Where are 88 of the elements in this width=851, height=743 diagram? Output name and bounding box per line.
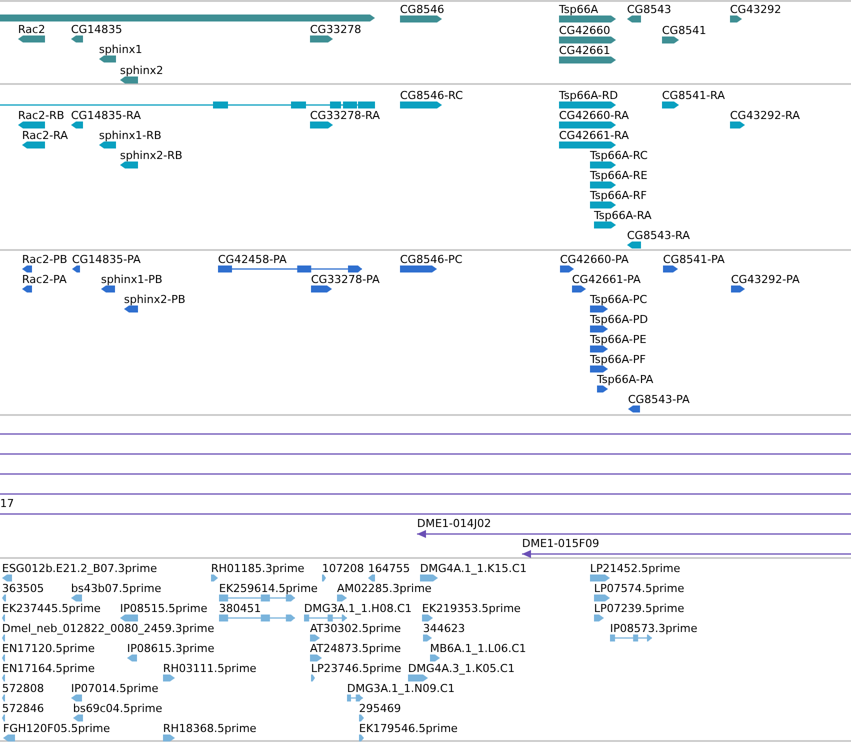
feature-label: Rac2	[18, 23, 46, 36]
feature-label: DMG4A.3_1.K05.C1	[408, 662, 515, 675]
feature-label: Tsp66A-RF	[590, 189, 647, 202]
feature-label: DMG3A.1_1.H08.C1	[304, 602, 412, 615]
feature-label: Rac2-RA	[22, 129, 68, 142]
feature-label: EN17120.5prime	[2, 642, 95, 655]
feature-label: sphinx2	[120, 64, 164, 77]
feature-label: CG42458-PA	[218, 253, 287, 266]
feature-label: 344623	[423, 622, 465, 635]
feature-label: Tsp66A-PA	[597, 373, 654, 386]
feature-label: CG14835-RA	[71, 109, 141, 122]
feature-label: CG8541	[662, 24, 706, 37]
feature-label: CG42660-PA	[560, 253, 629, 266]
feature-label: CG8546-PC	[400, 253, 462, 266]
feature-label: bs43b07.5prime	[71, 582, 162, 595]
feature-label: Rac2-PA	[22, 273, 67, 286]
feature-label: 380451	[219, 602, 261, 615]
feature-label: MB6A.1_1.L06.C1	[430, 642, 526, 655]
feature-label: CG33278-PA	[311, 273, 380, 286]
feature-label: CG8543-RA	[627, 229, 690, 242]
feature-label: DME1-015F09	[522, 537, 600, 550]
feature-label: LP23746.5prime	[311, 662, 402, 675]
feature-label: CG43292	[730, 3, 782, 16]
feature-label: sphinx2-PB	[124, 293, 186, 306]
feature-label: FGH120F05.5prime	[3, 722, 110, 735]
feature-label: Tsp66A	[559, 3, 598, 16]
feature-label: CG43292-RA	[730, 109, 800, 122]
feature-label: sphinx1-RB	[99, 129, 162, 142]
feature-label: CG42661-PA	[572, 273, 641, 286]
feature-label: RH01185.3prime	[211, 562, 304, 575]
feature-label: Tsp66A-PC	[590, 293, 648, 306]
feature-label: CG8541-PA	[663, 253, 725, 266]
feature-label: CG33278-RA	[310, 109, 380, 122]
feature-label: bs69c04.5prime	[73, 702, 162, 715]
feature-label: 363505	[2, 582, 44, 595]
feature-label: CG42660-RA	[559, 109, 629, 122]
feature-label: Tsp66A-PF	[590, 353, 646, 366]
feature-label: DMG4A.1_1.K15.C1	[420, 562, 527, 575]
feature-label: Tsp66A-PE	[590, 333, 646, 346]
feature-label: Rac2-RB	[18, 109, 64, 122]
feature-label: IP08515.5prime	[120, 602, 208, 615]
feature-label: EK179546.5prime	[359, 722, 458, 735]
feature-label: IP08573.3prime	[610, 622, 698, 635]
feature-label: RH03111.5prime	[163, 662, 256, 675]
feature-label: sphinx2-RB	[120, 149, 182, 162]
feature-label: 572846	[2, 702, 44, 715]
feature-label: ESG012b.E21.2_B07.3prime	[2, 562, 157, 575]
feature-label: AM02285.3prime	[337, 582, 432, 595]
feature-label: 164755	[368, 562, 410, 575]
feature-label: 107208	[322, 562, 364, 575]
feature-label: LP07239.5prime	[594, 602, 684, 615]
feature-label: CG42661-RA	[559, 129, 629, 142]
feature-label: CG42660	[559, 24, 610, 37]
feature-label: EK259614.5prime	[219, 582, 318, 595]
feature-label: AT30302.5prime	[310, 622, 401, 635]
feature-label: CG43292-PA	[731, 273, 800, 286]
feature-label: Tsp66A-PD	[590, 313, 648, 326]
feature-label: CG8543	[627, 3, 672, 16]
feature-label: CG8546	[400, 3, 444, 16]
feature-label: Tsp66A-RD	[559, 89, 618, 102]
feature-label: AT24873.5prime	[310, 642, 401, 655]
feature-label: EK237445.5prime	[2, 602, 101, 615]
feature-label: CG42661	[559, 44, 610, 57]
feature-label: IP07014.5prime	[71, 682, 158, 695]
feature-label: CG33278	[310, 23, 362, 36]
feature-label: Tsp66A-RA	[594, 209, 652, 222]
feature-label: DME1-014J02	[417, 517, 492, 530]
feature-label: CG14835	[71, 23, 122, 36]
feature-label: 295469	[359, 702, 401, 715]
feature-label: 17	[0, 497, 14, 510]
feature-label: CG14835-PA	[72, 253, 141, 266]
feature-label: RH18368.5prime	[163, 722, 256, 735]
feature-label: sphinx1	[99, 43, 142, 56]
feature-label: LP21452.5prime	[590, 562, 680, 575]
feature-label: LP07574.5prime	[594, 582, 684, 595]
feature-label: Tsp66A-RE	[590, 169, 648, 182]
feature-label: 572808	[2, 682, 44, 695]
feature-label: EN17164.5prime	[2, 662, 95, 675]
feature-label: Dmel_neb_012822_0080_2459.3prime	[2, 622, 214, 635]
feature-label: sphinx1-PB	[101, 273, 162, 286]
feature-label: Rac2-PB	[22, 253, 68, 266]
feature-label: EK219353.5prime	[422, 602, 521, 615]
feature-label: IP08615.3prime	[127, 642, 214, 655]
feature-label: Tsp66A-RC	[590, 149, 648, 162]
feature-label: CG8543-PA	[628, 393, 690, 406]
feature-label: DMG3A.1_1.N09.C1	[347, 682, 455, 695]
feature-label: CG8546-RC	[400, 89, 463, 102]
feature-label: CG8541-RA	[662, 89, 725, 102]
